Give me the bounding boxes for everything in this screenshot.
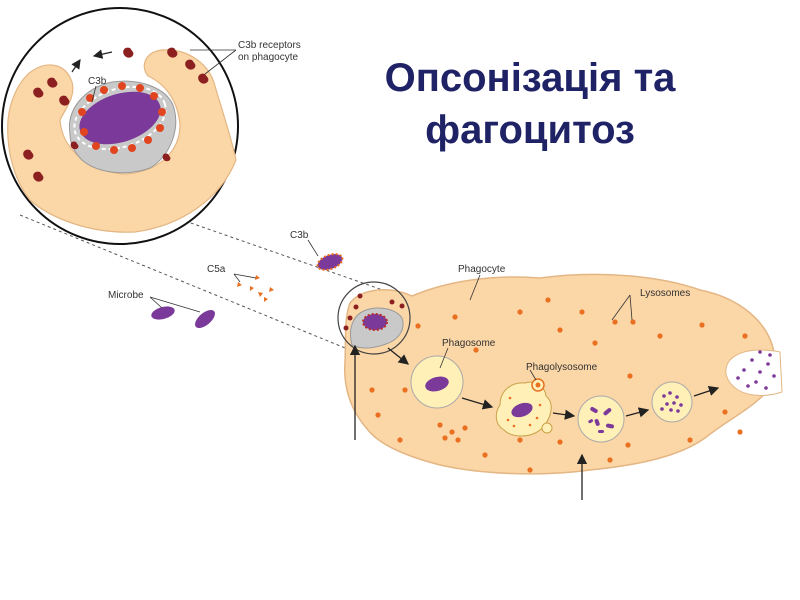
label-leader-lines — [149, 49, 633, 381]
degraded-fragments — [660, 391, 683, 413]
phagosome-label: Phagosome — [442, 338, 496, 349]
expelled-debris — [736, 350, 776, 390]
small-receptors — [343, 293, 405, 331]
c3b-molecules-zoom — [78, 82, 166, 154]
phagolysosome-label: Phagolysosome — [526, 362, 598, 373]
phagocyte-cell — [343, 273, 783, 475]
flow-arrows — [349, 344, 720, 500]
opsonized-microbe — [316, 253, 344, 271]
digestion-vesicle — [577, 395, 625, 443]
residual-body — [651, 381, 693, 423]
phagosome-microbe — [425, 376, 449, 392]
zoom-inset — [1, 7, 239, 245]
microbe-zoom — [79, 91, 161, 145]
lysosome-dots — [369, 297, 748, 473]
title-line-1: Опсонізація та — [384, 56, 676, 100]
c3b-label-zoom: C3b — [88, 76, 107, 87]
phagocyte-body — [343, 273, 778, 475]
exocytosis-opening — [725, 349, 783, 396]
microbe — [195, 310, 215, 328]
engulfed-microbe-small — [362, 313, 388, 331]
c3b-receptors-label-2: on phagocyte — [238, 52, 298, 63]
c3b-receptors-label-1: C3b receptors — [238, 40, 301, 51]
lysosomes-label: Lysosomes — [640, 288, 690, 299]
magnifier-ring-small — [337, 281, 411, 355]
microbe-label: Microbe — [108, 290, 144, 301]
title-line-2: фагоцитоз — [425, 108, 635, 152]
zoom-connector-line — [167, 214, 401, 297]
c3b-receptors-zoom — [23, 47, 209, 182]
microbe-fragments — [588, 407, 614, 433]
c5a-label: C5a — [207, 264, 226, 275]
phagolysosome-microbe — [511, 402, 533, 418]
page-title: Опсонізація та фагоцитоз — [340, 52, 720, 156]
c3b-label-free: C3b — [290, 230, 309, 241]
microbe — [151, 306, 175, 320]
phagocyte-label: Phagocyte — [458, 264, 506, 275]
c5a-fragments — [237, 275, 274, 302]
